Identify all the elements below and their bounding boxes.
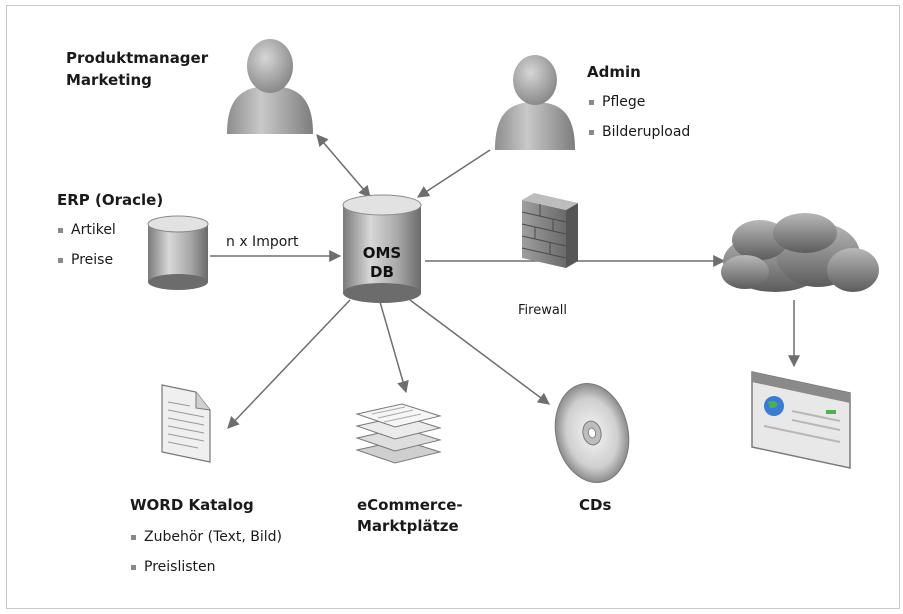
admin-list-item: Pflege [588,92,690,122]
edge-oms-ecommerce [379,301,409,394]
produktmanager-title-line2: Marketing [66,71,152,89]
edge-oms-word [227,299,351,429]
erp-list: Artikel Preise [57,220,116,280]
edge-admin-oms [416,149,491,198]
word-list-item: Zubehör (Text, Bild) [130,527,282,557]
word-list-item: Preislisten [130,557,282,587]
erp-database-icon [147,215,209,290]
oms-database-icon [342,194,422,303]
diagram-frame [6,5,900,609]
ecommerce-title-line2: Marktplätze [357,517,459,535]
browser-window-icon [751,371,851,469]
erp-title: ERP (Oracle) [57,191,164,209]
erp-list-item: Preise [57,250,116,280]
admin-list-item: Bilderupload [588,122,690,152]
oms-label-line1: OMS [363,244,401,262]
admin-title: Admin [587,63,641,81]
word-document-icon [161,384,211,463]
edge-oms-cds [409,299,550,405]
edge-produktmanager-oms [316,134,371,198]
word-title: WORD Katalog [130,496,254,514]
cds-title: CDs [579,496,612,514]
produktmanager-title-line1: Produktmanager [66,49,209,67]
firewall-label: Firewall [518,303,568,318]
cd-icon [554,383,630,483]
cloud-icon [721,213,879,292]
ecommerce-title-line1: eCommerce- [357,496,463,514]
ecommerce-papers-icon [355,403,442,464]
import-edge-label: n x Import [226,234,299,250]
produktmanager-person-icon [227,39,313,134]
word-list: Zubehör (Text, Bild) Preislisten [130,527,282,587]
admin-person-icon [495,55,575,150]
admin-list: Pflege Bilderupload [588,92,690,152]
erp-list-item: Artikel [57,220,116,250]
firewall-icon [521,193,578,268]
oms-label-line2: DB [370,263,394,281]
edges [210,134,800,429]
